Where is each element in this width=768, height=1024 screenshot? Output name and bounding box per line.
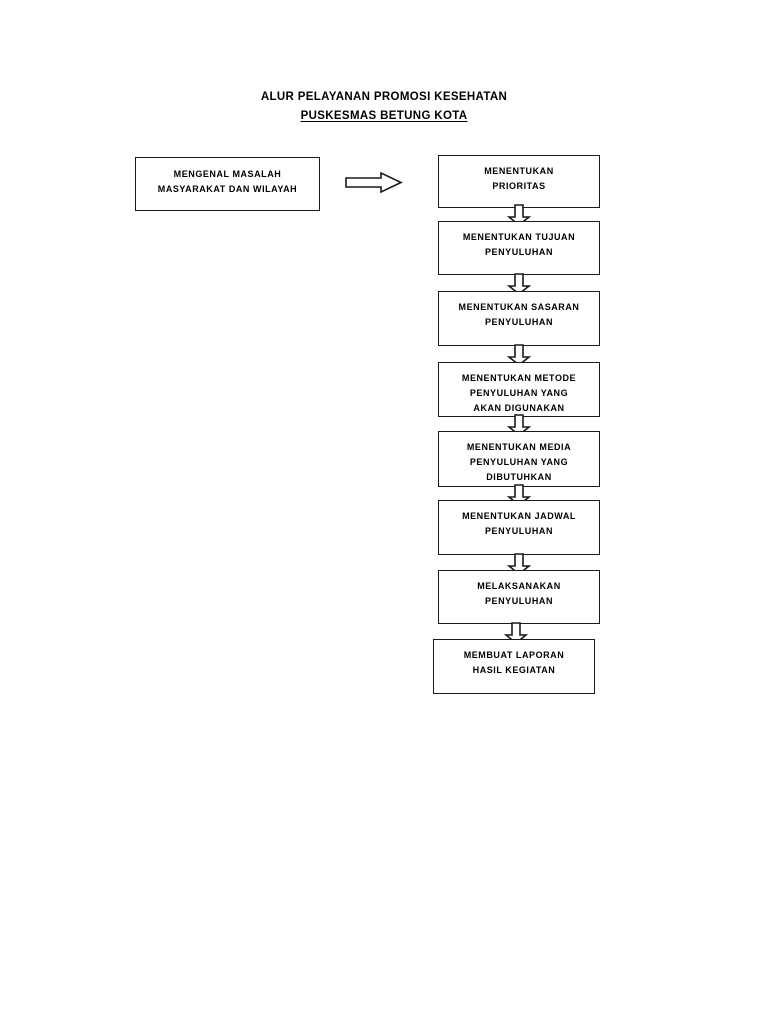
title-line-2: PUSKESMAS BETUNG KOTA [300,110,468,122]
flow-node-menentukan-media-penyuluhan[interactable]: MENENTUKAN MEDIA PENYULUHAN YANG DIBUTUH… [438,431,600,487]
flow-node-line: PENYULUHAN [484,317,553,327]
flow-node-line: MENGENAL MASALAH [173,169,282,179]
flow-node-line: MENENTUKAN METODE [461,373,577,383]
flow-node-line: MENENTUKAN [484,166,554,176]
flow-node-menentukan-jadwal-penyuluhan[interactable]: MENENTUKAN JADWAL PENYULUHAN [438,500,600,555]
flow-node-line: PENYULUHAN [484,596,553,606]
flow-node-line: MELAKSANAKAN [477,581,561,591]
flow-node-line: PENYULUHAN [484,526,553,536]
flow-node-line: PENYULUHAN YANG [469,457,569,467]
flow-node-line: MENENTUKAN MEDIA [466,442,572,452]
flow-node-melaksanakan-penyuluhan[interactable]: MELAKSANAKAN PENYULUHAN [438,570,600,624]
flow-node-mengenal-masalah[interactable]: MENGENAL MASALAH MASYARAKAT DAN WILAYAH [135,157,320,211]
title-line-1: ALUR PELAYANAN PROMOSI KESEHATAN [260,91,508,103]
document-title: ALUR PELAYANAN PROMOSI KESEHATAN PUSKESM… [0,88,768,126]
arrow-right-icon [345,171,403,194]
arrow-down-icon [506,273,532,296]
flow-node-line: MENENTUKAN JADWAL [462,511,576,521]
flow-node-line: MENENTUKAN TUJUAN [462,232,576,242]
flow-node-line: HASIL KEGIATAN [472,665,556,675]
flow-node-menentukan-metode-penyuluhan[interactable]: MENENTUKAN METODE PENYULUHAN YANG AKAN D… [438,362,600,417]
flow-node-menentukan-sasaran-penyuluhan[interactable]: MENENTUKAN SASARAN PENYULUHAN [438,291,600,346]
flow-node-line: AKAN DIGUNAKAN [473,403,565,413]
flow-node-line: MASYARAKAT DAN WILAYAH [157,184,298,194]
flow-node-line: MEMBUAT LAPORAN [463,650,565,660]
flow-node-membuat-laporan-hasil-kegiatan[interactable]: MEMBUAT LAPORAN HASIL KEGIATAN [433,639,595,694]
flow-node-line: DIBUTUHKAN [486,472,552,482]
arrow-down-icon [506,344,532,367]
flow-node-menentukan-prioritas[interactable]: MENENTUKAN PRIORITAS [438,155,600,208]
flow-node-line: PENYULUHAN [484,247,553,257]
flow-node-menentukan-tujuan-penyuluhan[interactable]: MENENTUKAN TUJUAN PENYULUHAN [438,221,600,275]
flow-node-line: MENENTUKAN SASARAN [458,302,580,312]
flow-node-line: PRIORITAS [492,181,546,191]
flow-node-line: PENYULUHAN YANG [469,388,569,398]
